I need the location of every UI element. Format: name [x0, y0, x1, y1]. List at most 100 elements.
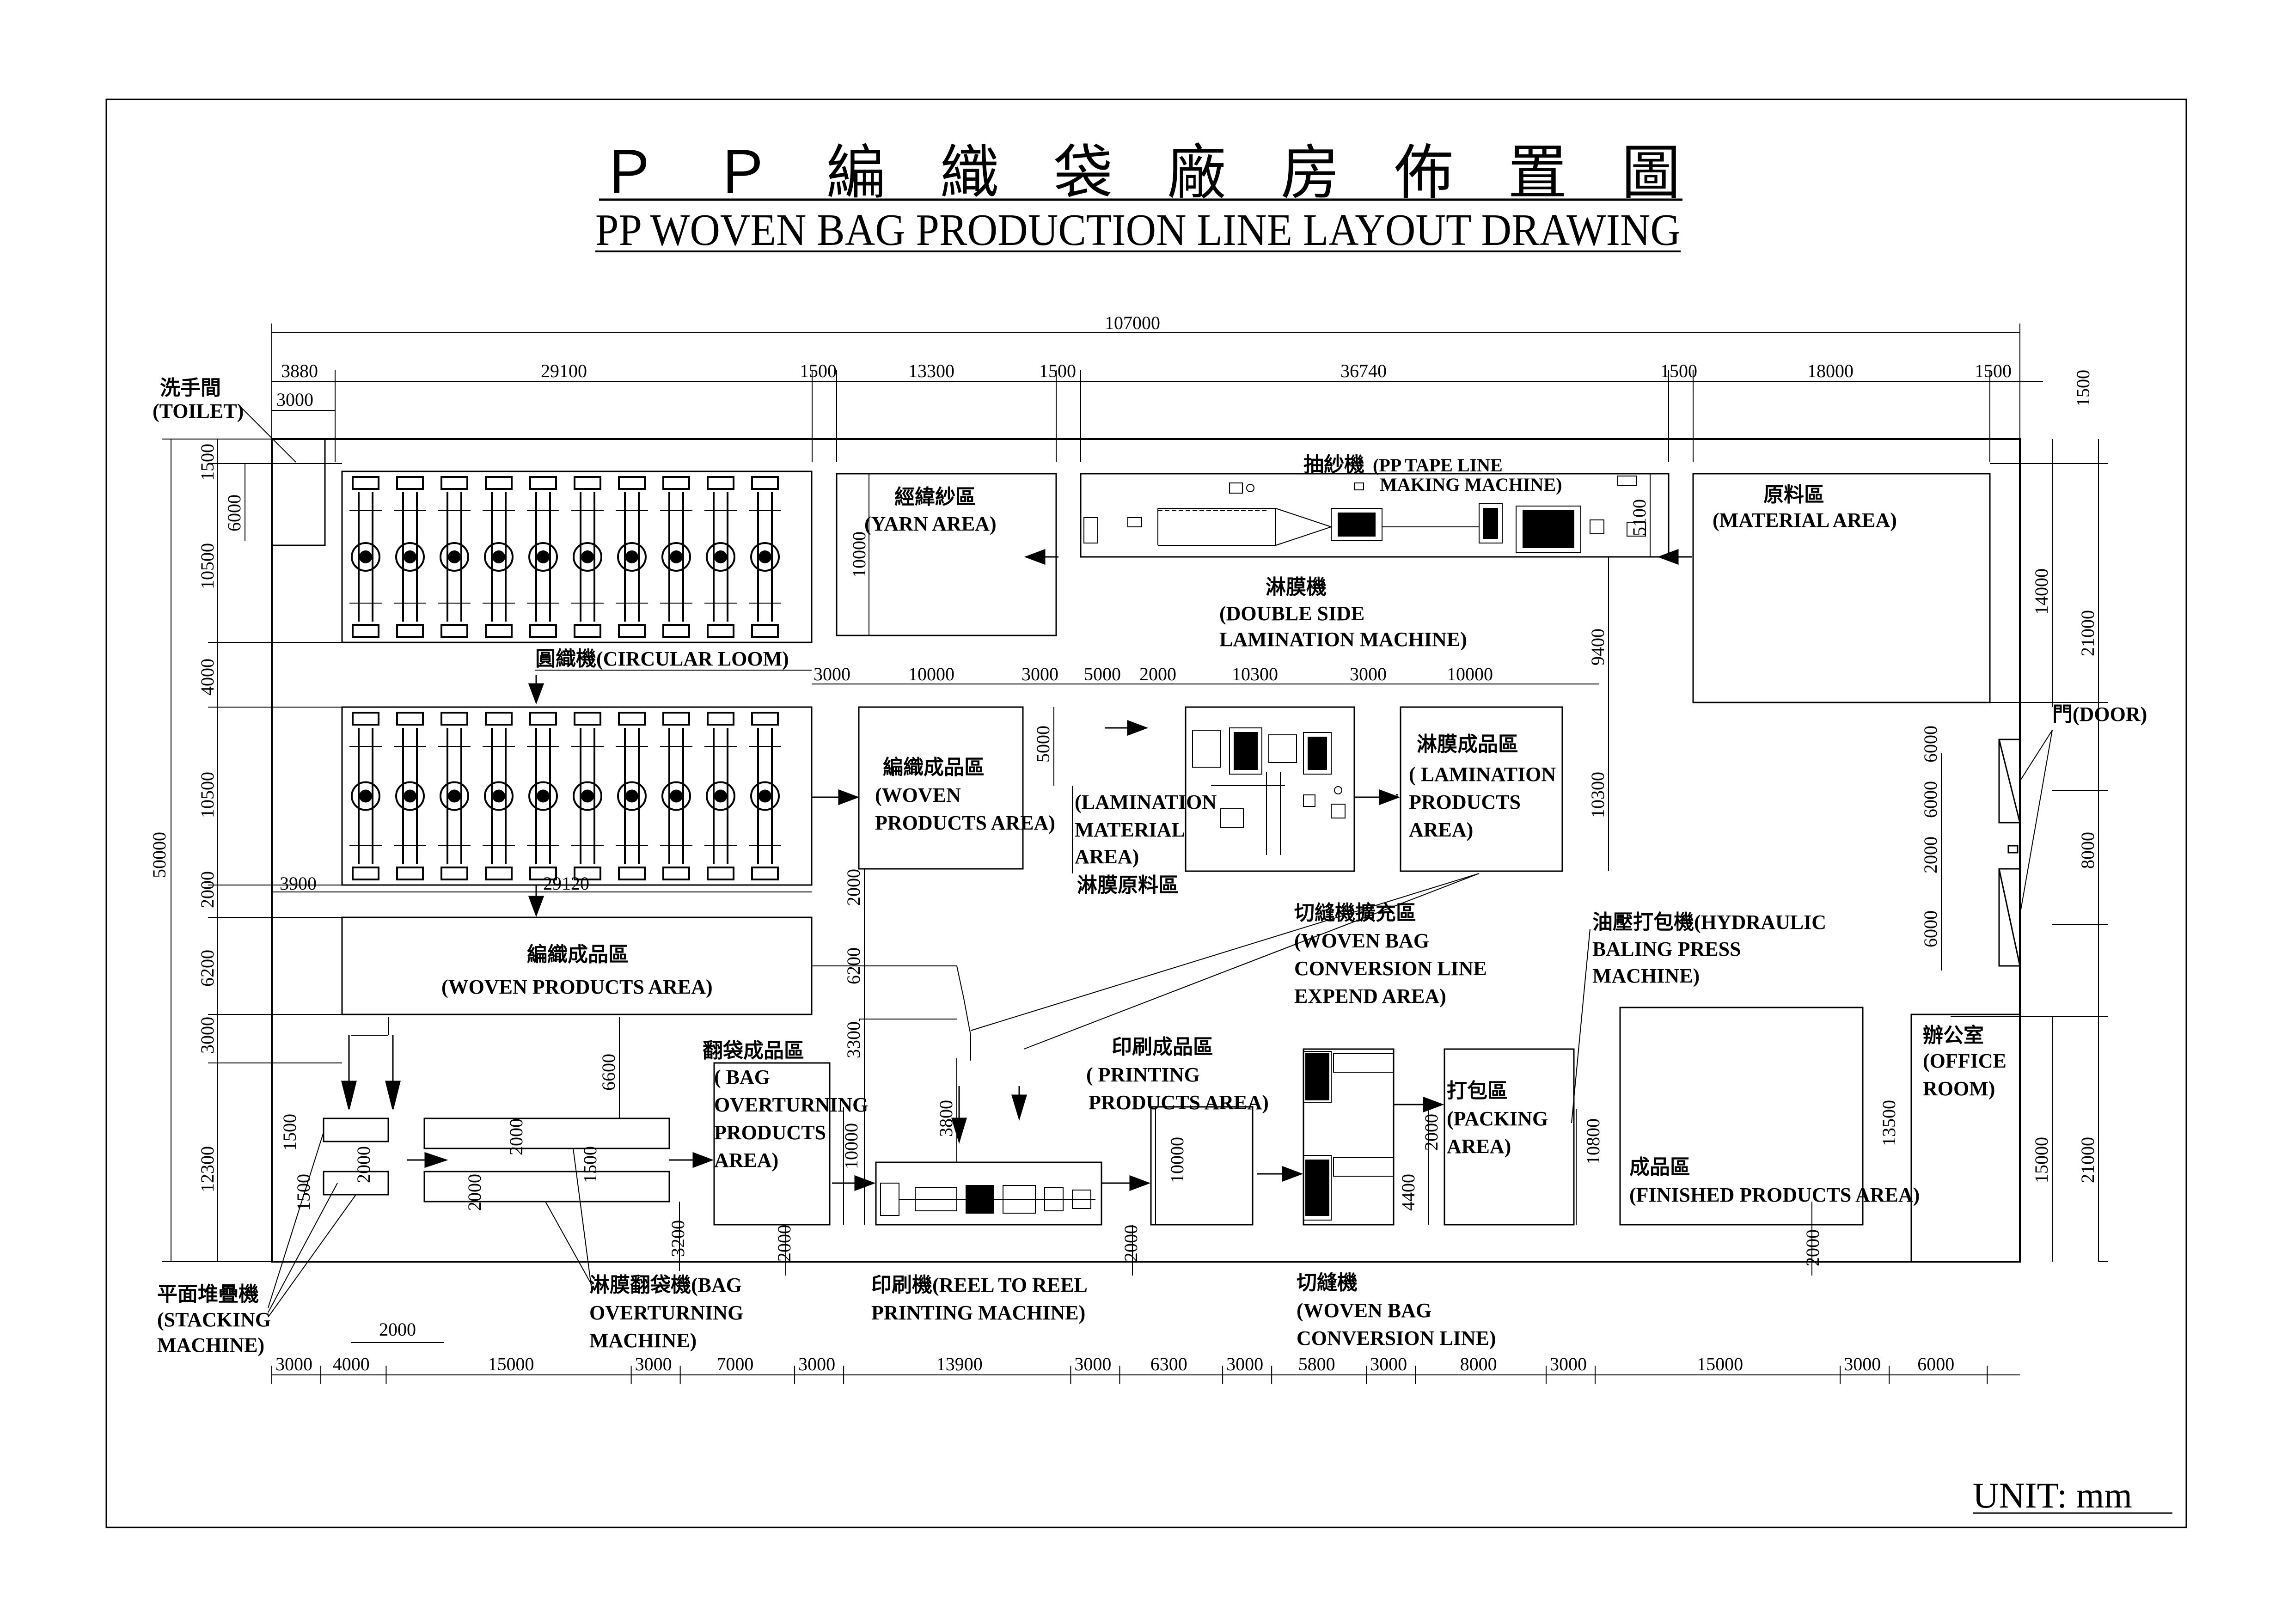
dim-left-3: 10500 — [197, 543, 218, 589]
woven1-cn: 編織成品區 — [883, 756, 985, 779]
title-chinese: ＰＰ編織袋廠房佈置圖 — [599, 140, 1681, 206]
lam-mat-en1: (LAMINATION — [1075, 791, 1217, 813]
circular-loom-machine — [704, 712, 737, 880]
print-prod-cn: 印刷成品區 — [1112, 1036, 1213, 1058]
dim-bottom-4: 3000 — [635, 1354, 672, 1374]
dim-top-5: 1500 — [1039, 360, 1076, 381]
circular-loom-machine — [749, 476, 781, 638]
lamination-en1: (DOUBLE SIDE — [1219, 602, 1364, 625]
toilet-leader — [240, 406, 296, 463]
dim-top-toilet: 3000 — [276, 389, 313, 410]
dim-bottom-14: 3000 — [1550, 1354, 1587, 1374]
dim-mid-5: 2000 — [1139, 664, 1176, 684]
yarn-area-en: (YARN AREA) — [864, 513, 997, 535]
toilet-label-cn: 洗手間 — [160, 377, 221, 399]
dim-bottom-16: 3000 — [1844, 1354, 1881, 1374]
tape-line-en1: (PP TAPE LINE — [1373, 455, 1503, 476]
conversion-en2: CONVERSION LINE) — [1297, 1327, 1496, 1349]
dim-door-4: 6000 — [1920, 910, 1941, 947]
lamination-machine — [1192, 727, 1346, 855]
overturn-prod-cn: 翻袋成品區 — [703, 1039, 804, 1062]
dim-stack-2000: 2000 — [353, 1146, 374, 1183]
baling-leader — [1571, 928, 1591, 1123]
dim-ov-3200: 3200 — [667, 1220, 688, 1257]
yarn-area-cn: 經緯紗區 — [894, 486, 976, 508]
dim-left-9: 12300 — [197, 1146, 218, 1192]
dim-mid-7: 3000 — [1350, 664, 1387, 684]
dim-ov-2000b: 2000 — [464, 1174, 485, 1211]
dim-top-3: 1500 — [800, 360, 837, 381]
lam-mat-en3: AREA) — [1075, 845, 1139, 868]
lam-mat-cn: 淋膜原料區 — [1077, 874, 1179, 897]
circular-loom-block-top — [341, 470, 813, 643]
woven-products-area-2 — [341, 916, 813, 1015]
flow-lines — [351, 873, 1480, 1061]
dim-total-width: 107000 — [1105, 312, 1160, 333]
lam-prod-en2: PRODUCTS — [1409, 791, 1521, 813]
door-symbols — [1998, 730, 2053, 967]
stacking-cn: 平面堆疊機 — [157, 1283, 259, 1306]
dim-mid-6: 10300 — [1232, 664, 1278, 684]
lam-prod-cn: 淋膜成品區 — [1417, 733, 1518, 756]
dim-bottom-7: 13900 — [936, 1354, 983, 1374]
circular-loom-machine — [660, 476, 692, 638]
dim-mid-3: 3000 — [1022, 664, 1058, 684]
dim-bottom-2: 4000 — [333, 1354, 370, 1374]
baling-cn: 油壓打包機(HYDRAULIC — [1592, 911, 1826, 934]
dim-left-8: 3000 — [197, 1017, 218, 1054]
circular-loom-block-bottom — [341, 706, 813, 886]
unit-label: UNIT: mm — [1973, 1475, 2132, 1515]
dim-ov-2000a: 2000 — [506, 1118, 526, 1155]
overturn-prod-en3: PRODUCTS — [714, 1121, 826, 1144]
expend-en2: CONVERSION LINE — [1294, 957, 1487, 980]
dim-bottom-3: 15000 — [488, 1354, 534, 1374]
dim-yarn: 10000 — [849, 531, 869, 578]
packing-cn: 打包區 — [1447, 1080, 1508, 1102]
overturn-prod-en4: AREA) — [714, 1149, 778, 1172]
lam-prod-en3: AREA) — [1409, 818, 1473, 841]
dim-bottom-12: 3000 — [1370, 1354, 1407, 1374]
dim-mid-8: 10000 — [1447, 664, 1493, 684]
woven1-en2: PRODUCTS AREA) — [875, 812, 1055, 834]
printing-machine — [880, 1183, 1095, 1216]
dim-bottom-10: 3000 — [1226, 1354, 1263, 1374]
circular-loom-machine — [394, 476, 426, 638]
packing-en1: (PACKING — [1447, 1107, 1548, 1130]
dim-bottom-1: 3000 — [275, 1354, 312, 1374]
office-en2: ROOM) — [1923, 1077, 1995, 1100]
dim-overturn-2000: 2000 — [774, 1225, 795, 1262]
dim-bottom-13: 8000 — [1460, 1354, 1497, 1374]
lamination-machine-area — [1185, 706, 1355, 872]
circular-loom-machine — [571, 476, 604, 638]
circular-loom-machine — [749, 712, 781, 880]
lamination-cn: 淋膜機 — [1266, 576, 1327, 598]
dim-mid-4: 5000 — [1084, 664, 1121, 684]
dim-bottom-17: 6000 — [1917, 1354, 1954, 1374]
dim-right-21000a: 21000 — [2077, 610, 2098, 656]
circular-loom-machine — [349, 712, 382, 880]
circular-loom-machine — [394, 712, 426, 880]
dim-top-7: 1500 — [1660, 360, 1697, 381]
dim-packing-10800: 10800 — [1583, 1118, 1603, 1165]
overturn-mach-cn: 淋膜翻袋機(BAG — [589, 1274, 742, 1296]
lam-mat-en2: MATERIAL — [1075, 818, 1185, 841]
dim-printprod-10000: 10000 — [1167, 1137, 1187, 1183]
title-english: PP WOVEN BAG PRODUCTION LINE LAYOUT DRAW… — [595, 205, 1681, 255]
dim-bottom-5: 7000 — [716, 1354, 753, 1374]
dim-door-2: 6000 — [1920, 726, 1941, 763]
dim-finished-2000: 2000 — [1802, 1229, 1823, 1266]
circular-loom-label: 圓織機(CIRCULAR LOOM) — [535, 647, 789, 670]
bottom-inner-dims — [619, 1007, 1863, 1276]
dim-mid-1: 3000 — [814, 664, 850, 684]
dim-tape: 5100 — [1629, 499, 1650, 536]
page-frame — [105, 98, 2187, 1528]
door-label: 門(DOOR) — [2052, 703, 2147, 726]
dim-bottom-2000: 2000 — [379, 1319, 416, 1340]
finished-cn: 成品區 — [1629, 1156, 1690, 1178]
dim-left-1: 1500 — [197, 444, 218, 481]
dim-top-1: 3880 — [281, 360, 318, 381]
dim-bottom-6: 3000 — [798, 1354, 835, 1374]
